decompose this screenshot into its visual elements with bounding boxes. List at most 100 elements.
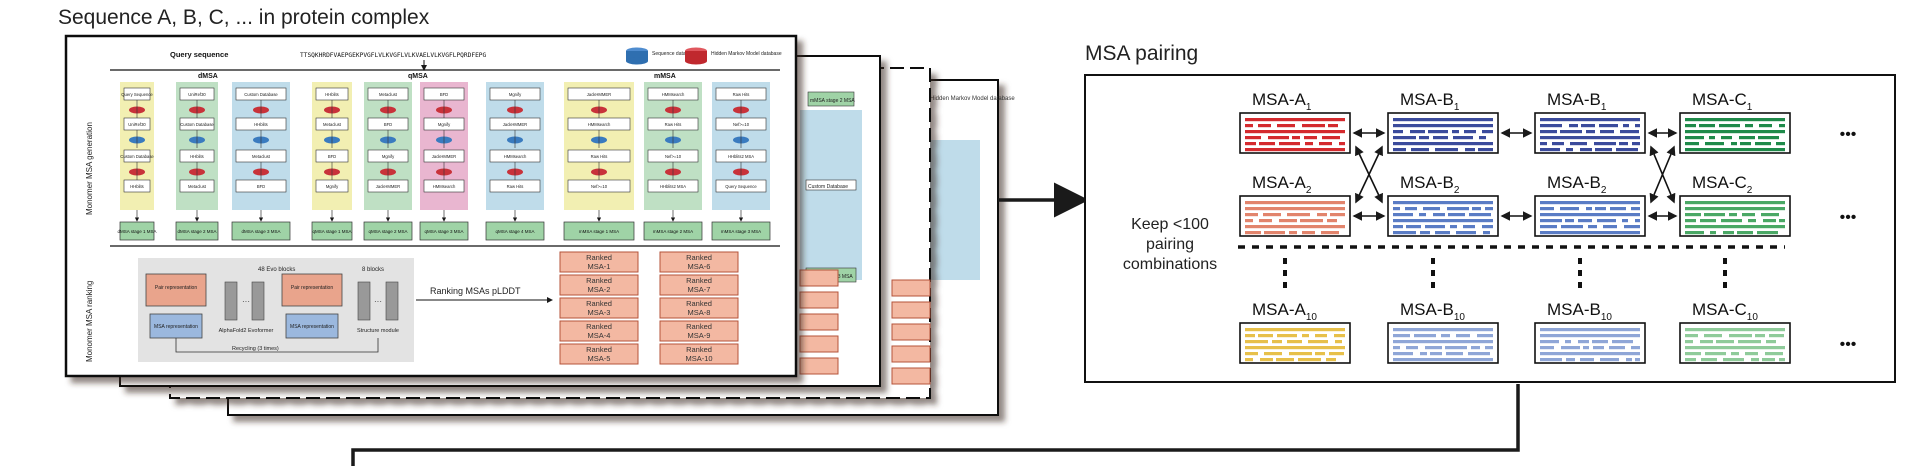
front-page: Query sequence TTSQKHRDFVAEPGEKPVGFLVLKV…: [64, 34, 798, 378]
sequence-stripe: [1245, 148, 1345, 152]
sequence-stripe: [1260, 358, 1273, 362]
sequence-stripe: [1479, 136, 1486, 140]
workflow-box-label: Raw Hits: [733, 92, 750, 97]
stage-msa-box: [711, 221, 771, 241]
sequence-stripe: [1272, 340, 1282, 344]
pair-rep-box-2: [281, 273, 343, 307]
sequence-stripe: [1393, 225, 1403, 229]
workflow-box-label: HHblits: [190, 154, 204, 159]
sequence-stripe: [1258, 124, 1271, 128]
sequence-stripe: [1632, 142, 1640, 146]
ranked-msa-label: MSA-8: [688, 308, 711, 317]
ranked-msa-box: [559, 297, 639, 319]
workflow-box-label: Raw Hits: [591, 154, 608, 159]
sequence-stripe: [1540, 130, 1557, 134]
sequence-stripe: [1447, 207, 1469, 211]
sequence-stripe: [1245, 231, 1261, 235]
sequence-stripe: [1264, 231, 1285, 235]
sequence-stripe: [1699, 124, 1715, 128]
sequence-stripe: [1540, 213, 1640, 217]
sequence-stripe: [1685, 148, 1785, 152]
sequence-stripe: [1626, 358, 1632, 362]
sequence-stripe: [1779, 358, 1785, 362]
sequence-stripe: [1592, 340, 1608, 344]
structure-module-label: Structure module: [357, 328, 399, 334]
sequence-stripe: [1721, 136, 1732, 140]
back-ranked-tab: [891, 345, 931, 363]
msa-label: MSA-B10: [1547, 300, 1612, 323]
msa-label: MSA-B1: [1547, 90, 1607, 113]
sequence-stripe: [1731, 142, 1737, 146]
sequence-stripe: [1411, 148, 1429, 152]
sequence-stripe: [1441, 334, 1450, 338]
back-stage2-label: mMSA stage 2 MSA: [810, 98, 855, 104]
msa-label: MSA-A10: [1252, 300, 1317, 323]
sequence-stripe: [1308, 340, 1328, 344]
sequence-stripe: [1685, 334, 1698, 338]
ranked-msa-label: Ranked: [686, 345, 712, 354]
msa-label-subscript: 2: [1601, 185, 1607, 196]
sequence-stripe: [1701, 358, 1717, 362]
sequence-stripe: [1478, 148, 1493, 152]
workflow-box: [123, 179, 151, 193]
sequence-stripe: [1393, 136, 1416, 140]
legend-hmm-db: Hidden Markov Model database: [711, 51, 782, 57]
sequence-stripe: [1279, 219, 1297, 223]
ranked-msa-box: [659, 274, 739, 296]
workflow-box-label: HHblits: [254, 122, 268, 127]
sequence-stripe: [1578, 340, 1589, 344]
sequence-stripe: [1731, 352, 1739, 356]
sequence-stripe: [1540, 334, 1640, 338]
workflow-box: [235, 179, 287, 193]
sequence-stripe: [1393, 201, 1493, 205]
sequence-stripe: [1445, 346, 1467, 350]
sequence-stripe: [1264, 352, 1282, 356]
sequence-stripe: [1705, 142, 1724, 146]
sequence-stripe: [1755, 142, 1771, 146]
sequence-stripe: [1446, 352, 1463, 356]
sequence-stripe: [1700, 219, 1716, 223]
msa-label-subscript: 10: [1306, 312, 1318, 323]
msa-label-subscript: 1: [1454, 102, 1460, 113]
hmm-cylinder-icon: [685, 47, 707, 65]
sequence-stripe: [1540, 328, 1640, 332]
sequence-stripe: [1761, 213, 1779, 217]
stage-msa-label: dMSA stage 3 MSA: [241, 229, 280, 234]
msa-block: MSA-B1: [1387, 90, 1499, 154]
msa-label: MSA-A1: [1252, 90, 1312, 113]
sequence-stripe: [1328, 124, 1338, 128]
workflow-box-label: Mgnify: [509, 92, 522, 97]
workflow-box-label: HMMsearch: [588, 122, 611, 127]
workflow-box-label: Metaclust: [252, 154, 271, 159]
msa-label: MSA-B10: [1400, 300, 1465, 323]
sequence-stripe: [1685, 225, 1785, 229]
sequence-stripe: [1420, 231, 1430, 235]
sequence-stripe: [1425, 346, 1442, 350]
sequence-stripe: [1245, 352, 1258, 356]
workflow-box-label: HMMsearch: [662, 92, 685, 97]
sequence-stripe: [1245, 201, 1345, 205]
sequence-stripe: [1685, 213, 1701, 217]
sequence-stripe: [1469, 213, 1491, 217]
sequence-stripe: [1631, 207, 1640, 211]
sequence-stripe: [1685, 219, 1696, 223]
sequence-stripe: [1581, 124, 1595, 128]
stage-msa-label: qMSA stage 2 MSA: [368, 229, 407, 234]
sequence-stripe: [1465, 148, 1475, 152]
sequence-stripe: [1609, 346, 1625, 350]
sequence-stripe: [1335, 340, 1342, 344]
sequence-stripe: [1315, 334, 1327, 338]
ranked-msa-label: MSA-10: [685, 354, 712, 363]
sequence-stripe: [1419, 136, 1429, 140]
ranked-msa-label: Ranked: [686, 253, 712, 262]
sequence-stripe: [1245, 219, 1253, 223]
ranked-msa-box: [559, 274, 639, 296]
ranked-msa-label: Ranked: [586, 345, 612, 354]
sequence-stripe: [1279, 142, 1300, 146]
sequence-stripe: [1268, 136, 1289, 140]
sequence-stripe: [1612, 340, 1633, 344]
sequence-stripe: [1540, 148, 1560, 152]
sequence-stripe: [1685, 346, 1785, 350]
workflow-box-label: BFD: [440, 92, 448, 97]
sequence-stripe: [1245, 118, 1345, 122]
